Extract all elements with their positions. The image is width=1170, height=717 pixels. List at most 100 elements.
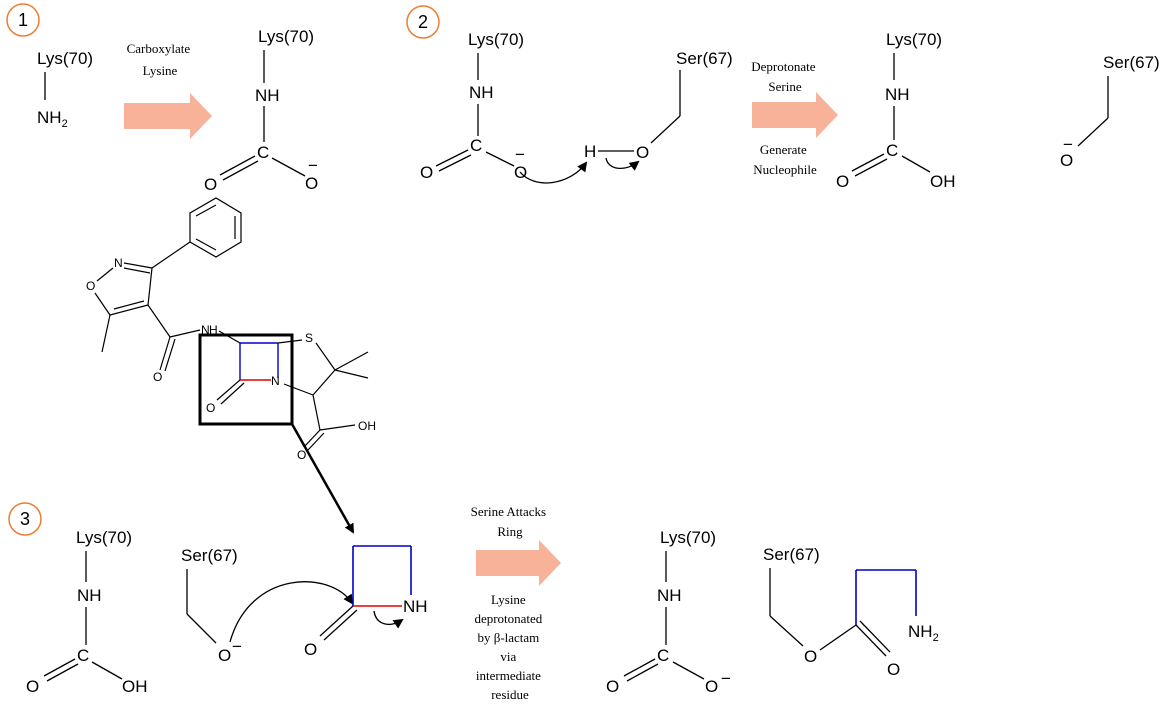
- bond: [195, 238, 217, 251]
- nh-label: N: [201, 323, 210, 337]
- nh-label: NH: [255, 86, 280, 105]
- double-bond: [219, 155, 256, 176]
- oxygen-label: O: [1060, 151, 1073, 170]
- lys70-label: Lys(70): [660, 528, 716, 547]
- bond: [672, 661, 705, 680]
- bond: [315, 342, 336, 371]
- bond: [650, 115, 681, 144]
- bond: [312, 394, 321, 431]
- oxygen-label: O: [218, 646, 231, 665]
- oxygen-label: O: [420, 163, 433, 182]
- bond: [113, 300, 145, 310]
- oxygen-label: O: [804, 647, 817, 666]
- negative-charge: −: [1063, 135, 1073, 154]
- oxygen-label: O: [887, 660, 900, 679]
- carbon-label: C: [886, 141, 898, 160]
- lys70-label: Lys(70): [258, 27, 314, 46]
- negative-charge: −: [721, 669, 731, 688]
- oxygen-label: O: [606, 677, 619, 696]
- bond: [186, 613, 217, 644]
- double-bond: [438, 154, 472, 172]
- oxygen-label: O: [305, 174, 318, 193]
- double-bond: [626, 663, 659, 682]
- step-1-number: 1: [18, 10, 28, 30]
- oxygen-label: O: [153, 370, 162, 384]
- negative-charge: −: [232, 637, 242, 656]
- hydroxyl-label: OH: [358, 419, 376, 433]
- bond: [159, 336, 171, 371]
- bond: [147, 304, 171, 338]
- ser67-label: Ser(67): [676, 49, 733, 68]
- oxygen-label: O: [836, 172, 849, 191]
- electron-arrow: [229, 581, 354, 643]
- carbon-label: C: [257, 143, 269, 162]
- bond: [312, 369, 336, 396]
- lys70-label: Lys(70): [76, 528, 132, 547]
- double-bond: [43, 658, 76, 677]
- methyl-bond: [334, 369, 369, 379]
- step-1: 1 Lys(70) NH2 Carboxylate Lysine Lys(70)…: [6, 3, 318, 194]
- reaction-arrow-1: [124, 93, 212, 139]
- bond: [195, 204, 217, 217]
- bond: [283, 383, 314, 396]
- oxygen-label: O: [204, 175, 217, 194]
- double-bond: [46, 663, 79, 682]
- double-bond: [859, 620, 891, 653]
- carbon-label: C: [77, 646, 89, 665]
- oxygen-label: O: [86, 279, 95, 293]
- bond: [485, 151, 515, 167]
- bond: [94, 292, 111, 316]
- bond: [164, 338, 176, 372]
- bond: [819, 624, 857, 651]
- negative-charge: −: [308, 156, 318, 175]
- double-bond: [855, 624, 887, 657]
- bond: [218, 330, 241, 344]
- ser67-label: Ser(67): [181, 546, 238, 565]
- bond: [307, 432, 325, 451]
- highlight-box: [198, 333, 294, 426]
- oxygen-label: O: [304, 640, 317, 659]
- step-3: 3 Lys(70) NH C O OH Ser(67) O − NH O Se: [8, 502, 939, 702]
- double-bond: [435, 149, 469, 167]
- electron-arrow: [519, 161, 588, 184]
- bond: [96, 267, 114, 282]
- bond: [151, 241, 191, 269]
- step-3-number: 3: [20, 509, 30, 529]
- double-bond: [623, 658, 656, 677]
- nh-label: NH: [77, 586, 102, 605]
- reaction-arrow-3: [476, 540, 561, 586]
- hydroxyl-label: OH: [122, 677, 148, 696]
- step-1-circle: [6, 3, 40, 37]
- negative-charge: −: [515, 145, 525, 164]
- bond: [769, 615, 804, 647]
- oxygen-label: O: [26, 677, 39, 696]
- nh-label: NH: [657, 586, 682, 605]
- arrow-3-bottom-text: Lysine deprotonated by β-lactam via inte…: [474, 592, 545, 702]
- double-bond: [854, 158, 888, 177]
- lys70-label: Lys(70): [468, 30, 524, 49]
- arrow-1-text: Carboxylate Lysine: [127, 41, 194, 78]
- oxygen-label: O: [297, 448, 306, 462]
- nh2-label: NH2: [37, 108, 68, 130]
- nh-label: NH: [469, 83, 494, 102]
- h-label: H: [209, 323, 218, 337]
- hydroxyl-label: OH: [930, 172, 956, 191]
- methyl-bond: [334, 351, 369, 371]
- arrow-3-top-text: Serine Attacks Ring: [471, 504, 550, 539]
- nh2-label: NH2: [908, 622, 939, 644]
- ser67-label: Ser(67): [1103, 53, 1160, 72]
- oxygen-label: O: [206, 401, 215, 415]
- phenyl-ring: [189, 197, 242, 258]
- double-bond: [319, 605, 354, 637]
- ser67-label: Ser(67): [763, 545, 820, 564]
- nitrogen-label: N: [114, 256, 123, 270]
- sulfur-label: S: [305, 331, 313, 345]
- beta-lactam-antibiotic: N O N H O N O S: [86, 197, 376, 534]
- bond: [271, 157, 306, 177]
- electron-arrow: [373, 610, 404, 629]
- bond: [123, 267, 151, 274]
- arrow-2-bottom-text: Generate Nucleophile: [753, 142, 817, 177]
- step-2-circle: [406, 5, 440, 39]
- bond: [109, 304, 149, 316]
- carbon-label: C: [657, 646, 669, 665]
